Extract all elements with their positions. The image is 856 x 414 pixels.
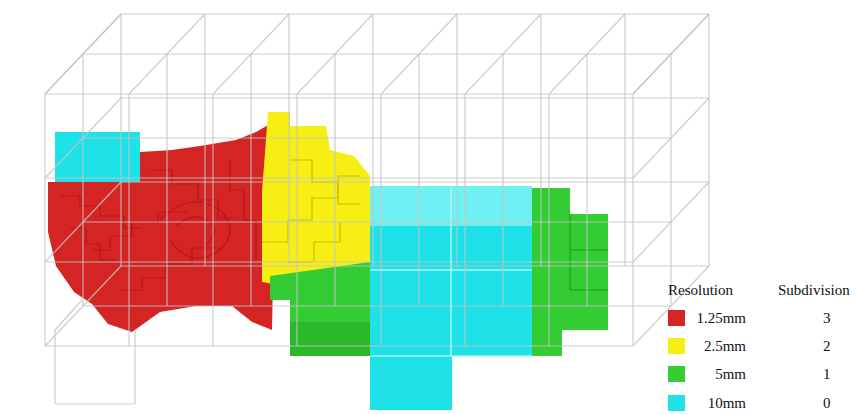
grid-line <box>334 54 335 306</box>
grid-line <box>633 14 709 94</box>
legend-swatch <box>668 395 685 411</box>
subdivision-level: 3 <box>823 310 831 327</box>
grid-line <box>288 14 289 266</box>
grid-line <box>83 305 671 306</box>
grid-line <box>45 182 121 262</box>
grid-line <box>45 177 633 178</box>
grid-line <box>250 54 251 306</box>
voxel-face <box>290 322 370 356</box>
voxel-steps <box>60 160 256 290</box>
legend-text: 10mm <box>708 395 746 412</box>
legend-swatch <box>668 310 685 326</box>
grid-line <box>548 94 549 346</box>
grid-line <box>83 221 671 222</box>
grid-line <box>45 14 121 94</box>
grid-line <box>121 13 709 14</box>
legend-text: 1.25mm <box>696 310 746 327</box>
grid-line <box>708 14 709 266</box>
grid-line <box>83 53 671 54</box>
grid-line <box>296 94 297 346</box>
grid-line <box>586 54 587 306</box>
grid-line <box>45 345 633 346</box>
grid-line <box>54 330 55 404</box>
grid-line <box>166 54 167 306</box>
coarse-voxel <box>55 132 140 182</box>
grid-line <box>121 97 709 98</box>
grid-line <box>464 94 465 346</box>
grid-line <box>540 14 541 266</box>
voxel-steps <box>262 160 360 262</box>
legend-text: 2.5mm <box>704 338 746 355</box>
grid-line <box>120 14 121 266</box>
grid-line <box>381 14 457 94</box>
grid-line <box>633 182 709 262</box>
grid-line <box>456 14 457 266</box>
grid-line <box>633 98 709 178</box>
grid-line <box>204 14 205 266</box>
voxel-edges <box>570 214 608 290</box>
grid-line <box>128 94 129 346</box>
subdivision-level: 0 <box>823 395 831 412</box>
grid-line <box>670 54 671 306</box>
grid-line <box>82 54 83 306</box>
grid-line <box>213 14 289 94</box>
subdivision-level: 2 <box>823 338 831 355</box>
grid-line <box>55 403 135 404</box>
grid-line <box>45 261 633 262</box>
grid-line <box>465 14 541 94</box>
grid-line <box>121 265 709 266</box>
grid-line <box>129 14 205 94</box>
grid-line <box>418 54 419 306</box>
grid-line <box>45 14 121 94</box>
grid-line <box>134 330 135 404</box>
grid-line <box>297 14 373 94</box>
grid-line <box>624 14 625 266</box>
grid-line <box>121 181 709 182</box>
legend-swatch <box>668 338 685 354</box>
legend-swatch <box>668 366 685 382</box>
grid-line <box>45 93 633 94</box>
voxel-edges <box>370 186 532 356</box>
coarsest-voxels <box>370 186 532 356</box>
grid-line <box>633 266 709 346</box>
grid-line <box>633 14 709 94</box>
grid-line <box>45 98 121 178</box>
coarse-voxels <box>532 188 608 356</box>
grid-line <box>549 14 625 94</box>
legend-header: Resolution <box>668 282 733 299</box>
grid-line <box>45 266 121 346</box>
coarse-voxels <box>270 262 370 356</box>
legend-header: Subdivision <box>778 282 850 299</box>
fine-voxels <box>48 124 276 332</box>
subdivision-level: 1 <box>823 366 831 383</box>
grid-line <box>44 94 45 346</box>
legend-text: 5mm <box>715 366 746 383</box>
coarsest-voxels <box>370 356 452 410</box>
grid-line <box>502 54 503 306</box>
grid-line <box>212 94 213 346</box>
octree-grid <box>45 14 709 404</box>
grid-line <box>380 94 381 346</box>
grid-line <box>83 137 671 138</box>
grid-line <box>372 14 373 266</box>
grid-line <box>632 94 633 346</box>
grid-line <box>55 300 82 330</box>
